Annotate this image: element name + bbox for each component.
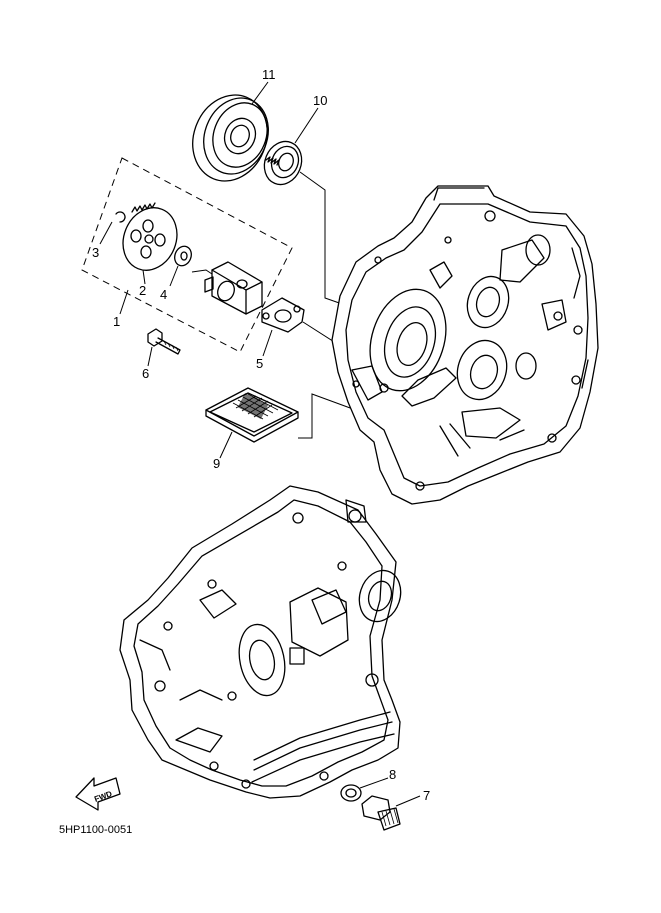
callout-2: 2 xyxy=(139,283,146,298)
callout-5: 5 xyxy=(256,356,263,371)
right-crankcase xyxy=(331,185,599,505)
fwd-arrow-icon: FWD xyxy=(75,777,121,811)
callout-11: 11 xyxy=(262,67,276,82)
part-8-gasket-washer xyxy=(340,784,362,802)
assembly-line-10 xyxy=(299,171,346,306)
pump-axis-line xyxy=(191,269,213,275)
oil-pump-body xyxy=(204,261,263,315)
callout-10: 10 xyxy=(313,93,327,108)
assembly-line-9 xyxy=(298,393,373,439)
diagram-code: 5HP1100-0051 xyxy=(59,824,132,836)
callout-8: 8 xyxy=(389,767,396,782)
leader-7 xyxy=(395,795,421,807)
callout-6: 6 xyxy=(142,366,149,381)
callout-7: 7 xyxy=(423,788,430,803)
leader-8 xyxy=(359,777,389,789)
callout-4: 4 xyxy=(160,287,167,302)
part-2-pump-gear xyxy=(122,202,178,271)
leader-3 xyxy=(99,221,113,245)
leader-10 xyxy=(294,107,319,144)
leader-2 xyxy=(142,269,146,285)
part-3-circlip xyxy=(115,211,126,223)
part-6-bolt xyxy=(147,328,181,355)
callout-3: 3 xyxy=(92,245,99,260)
callout-9: 9 xyxy=(213,456,220,471)
part-4-washer xyxy=(174,245,192,267)
part-5-gasket xyxy=(261,297,305,333)
leader-4 xyxy=(169,265,179,287)
leader-6 xyxy=(147,346,153,367)
part-11-cover-disc xyxy=(192,94,269,182)
part-9-strainer-screen xyxy=(205,387,299,443)
part-7-drain-plug xyxy=(361,795,401,831)
left-crankcase xyxy=(119,485,402,799)
leader-5 xyxy=(262,329,273,357)
part-10-oil-seal xyxy=(263,140,303,186)
callout-1: 1 xyxy=(113,314,120,329)
leader-11 xyxy=(251,81,269,105)
leader-9 xyxy=(219,431,233,459)
leader-1 xyxy=(119,289,129,315)
